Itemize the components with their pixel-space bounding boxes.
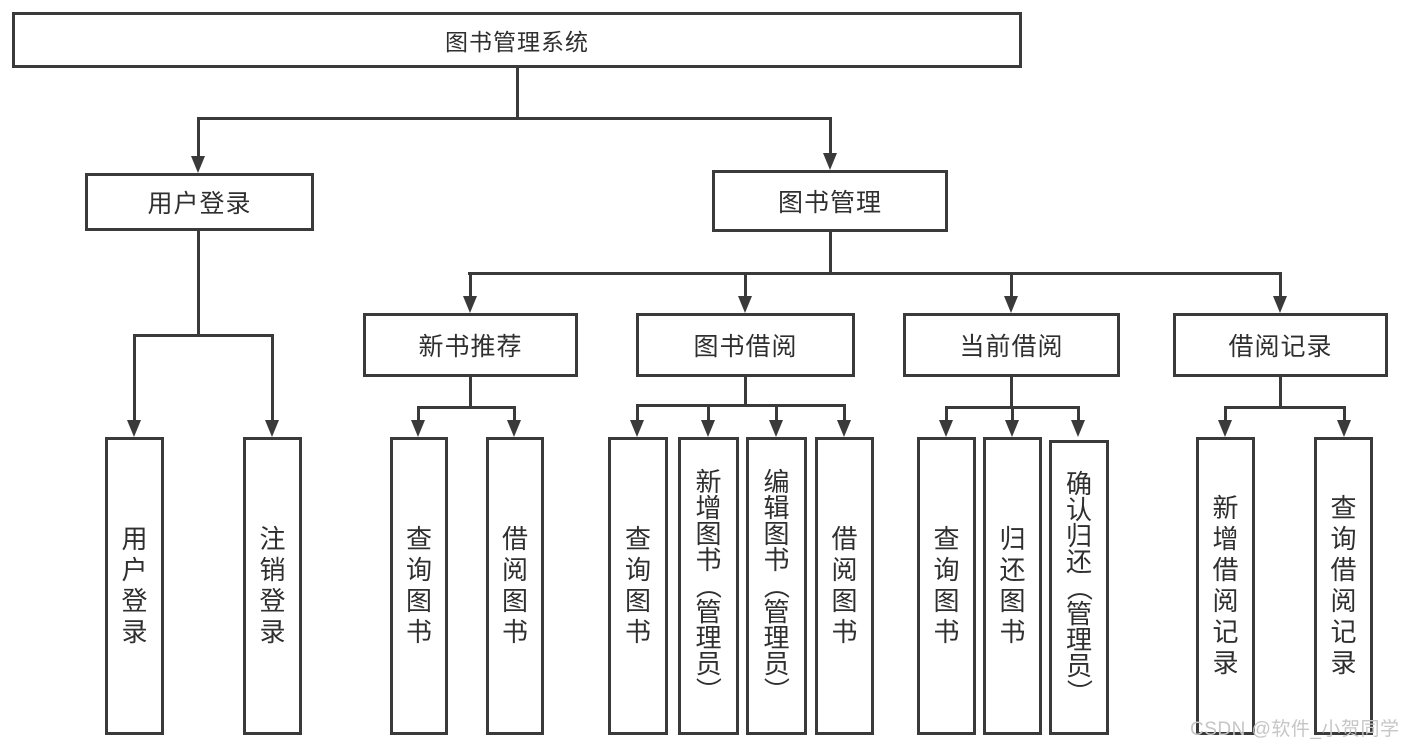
connector-line bbox=[843, 404, 846, 421]
connector-line bbox=[417, 406, 420, 421]
leaf-record-query-borrow-record: 查询借阅记录 bbox=[1314, 437, 1373, 735]
arrow-down-icon bbox=[1005, 420, 1019, 437]
connector-line bbox=[133, 334, 136, 421]
arrow-down-icon bbox=[265, 420, 279, 437]
leaf-borrow-edit-books-admin: 编辑图书（管理员） bbox=[746, 437, 807, 735]
connector-line bbox=[829, 231, 832, 274]
arrow-down-icon bbox=[1218, 420, 1232, 437]
connector-line bbox=[945, 406, 948, 421]
connector-line bbox=[469, 376, 472, 408]
connector-line bbox=[417, 406, 516, 409]
arrow-down-icon bbox=[738, 296, 752, 313]
connector-line bbox=[1011, 406, 1014, 421]
connector-line bbox=[1279, 376, 1282, 408]
connector-line bbox=[1010, 376, 1013, 408]
connector-line bbox=[133, 334, 274, 337]
leaf-current-query-books: 查询图书 bbox=[917, 437, 976, 735]
node-book-borrow: 图书借阅 bbox=[636, 313, 855, 377]
connector-line bbox=[1279, 272, 1282, 297]
csdn-watermark: CSDN @软件_小贺同学 bbox=[1190, 719, 1400, 740]
node-new-book-rec: 新书推荐 bbox=[363, 313, 578, 377]
arrow-down-icon bbox=[507, 420, 521, 437]
leaf-borrow-add-books-admin: 新增图书（管理员） bbox=[678, 437, 739, 735]
arrow-down-icon bbox=[630, 420, 644, 437]
connector-line bbox=[1077, 406, 1080, 421]
leaf-rec-borrow-books: 借阅图书 bbox=[486, 437, 544, 735]
connector-line bbox=[468, 272, 1281, 275]
arrow-down-icon bbox=[127, 420, 141, 437]
node-borrow-record: 借阅记录 bbox=[1173, 313, 1388, 377]
node-book-mgmt: 图书管理 bbox=[712, 170, 948, 232]
leaf-current-return-books: 归还图书 bbox=[983, 437, 1042, 735]
connector-line bbox=[636, 404, 845, 407]
connector-line bbox=[516, 67, 519, 118]
node-user-login: 用户登录 bbox=[85, 173, 314, 231]
arrow-down-icon bbox=[411, 420, 425, 437]
connector-line bbox=[1224, 406, 1227, 421]
arrow-down-icon bbox=[463, 296, 477, 313]
leaf-borrow-borrow-books: 借阅图书 bbox=[815, 437, 874, 735]
leaf-user-login: 用户登录 bbox=[105, 437, 164, 735]
leaf-logout: 注销登录 bbox=[243, 437, 302, 735]
arrow-down-icon bbox=[939, 420, 953, 437]
arrow-down-icon bbox=[1071, 420, 1085, 437]
connector-line bbox=[197, 117, 832, 120]
leaf-borrow-query-books: 查询图书 bbox=[608, 437, 668, 735]
leaf-record-add-borrow-record: 新增借阅记录 bbox=[1196, 437, 1255, 735]
connector-line bbox=[1343, 406, 1346, 421]
node-root: 图书管理系统 bbox=[12, 12, 1022, 68]
connector-line bbox=[829, 117, 832, 155]
connector-line bbox=[744, 272, 747, 297]
connector-line bbox=[707, 404, 710, 421]
arrow-down-icon bbox=[1004, 296, 1018, 313]
arrow-down-icon bbox=[701, 420, 715, 437]
connector-line bbox=[775, 404, 778, 421]
leaf-rec-query-books: 查询图书 bbox=[390, 437, 448, 735]
arrow-down-icon bbox=[823, 153, 837, 170]
arrow-down-icon bbox=[769, 420, 783, 437]
arrow-down-icon bbox=[191, 156, 205, 173]
connector-line bbox=[636, 404, 639, 421]
connector-line bbox=[744, 376, 747, 406]
connector-line bbox=[197, 231, 200, 336]
connector-line bbox=[271, 334, 274, 421]
arrow-down-icon bbox=[1337, 420, 1351, 437]
arrow-down-icon bbox=[1273, 296, 1287, 313]
connector-line bbox=[469, 272, 472, 297]
leaf-current-confirm-return-admin: 确认归还（管理员） bbox=[1049, 440, 1109, 735]
node-current-borrow: 当前借阅 bbox=[903, 313, 1120, 377]
connector-line bbox=[1224, 406, 1345, 409]
connector-line bbox=[1010, 272, 1013, 297]
arrow-down-icon bbox=[837, 420, 851, 437]
connector-line bbox=[197, 117, 200, 157]
connector-line bbox=[513, 406, 516, 421]
